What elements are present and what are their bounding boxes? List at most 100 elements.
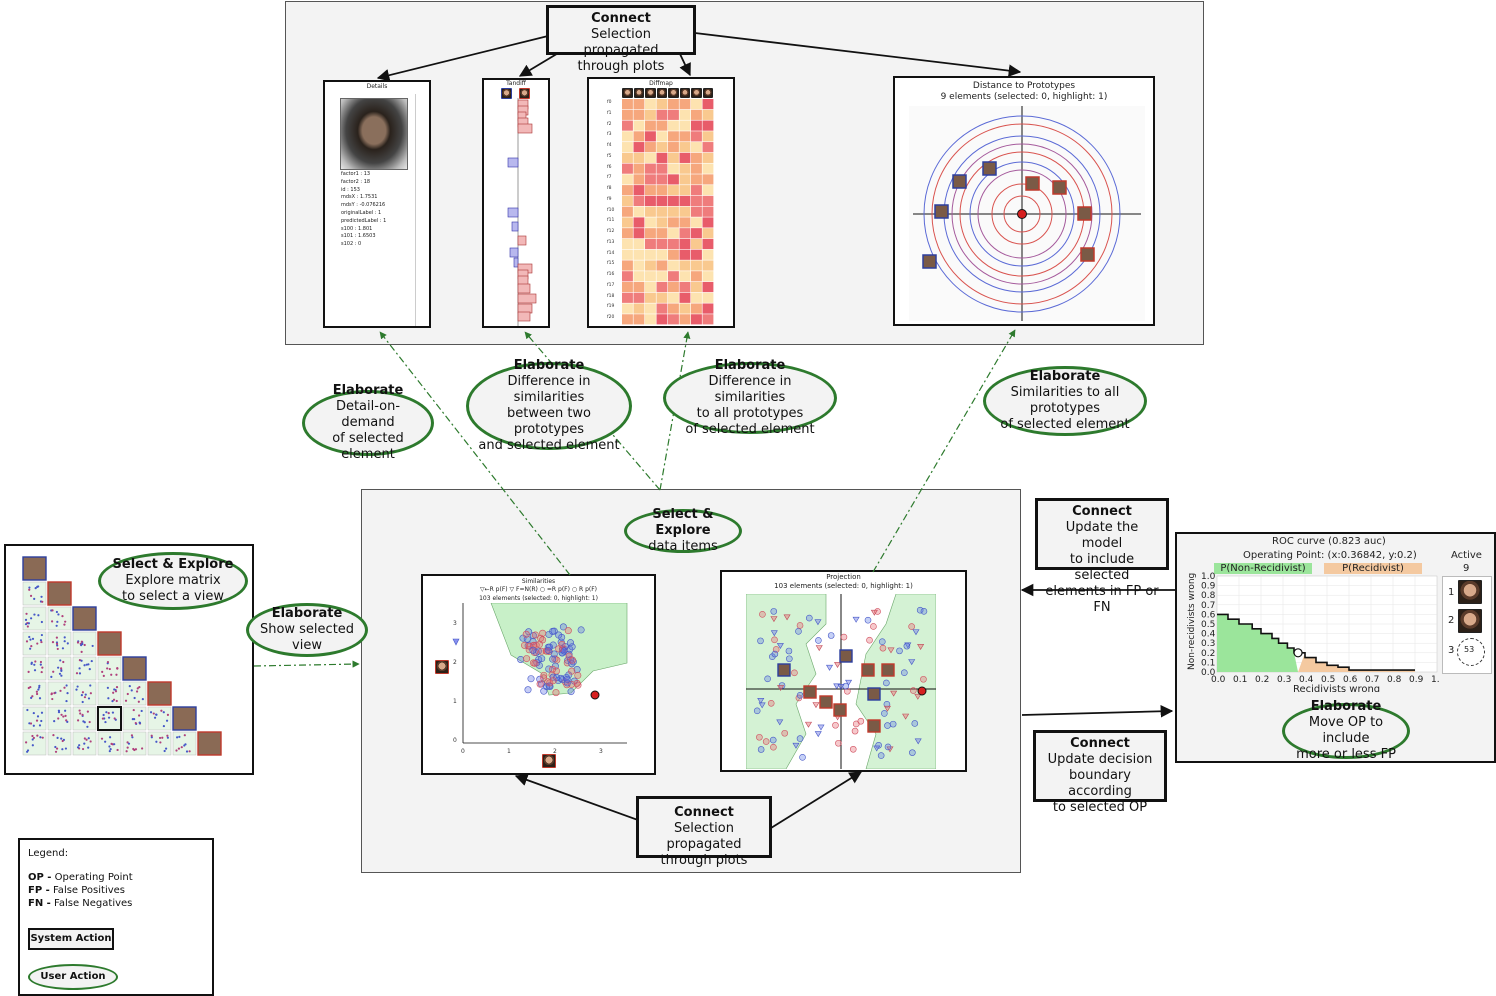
diffmap-cell bbox=[656, 249, 668, 260]
diffmap-cell bbox=[656, 238, 668, 250]
diffmap-prototype-thumbnail[interactable] bbox=[622, 88, 633, 98]
matrix-point bbox=[78, 672, 82, 675]
matrix-point bbox=[155, 713, 158, 716]
matrix-point bbox=[185, 750, 189, 753]
matrix-point bbox=[56, 620, 59, 623]
projection-plot[interactable]: Projection 103 elements (selected: 0, hi… bbox=[720, 570, 967, 772]
distance-to-prototypes-plot[interactable]: Distance to Prototypes 9 elements (selec… bbox=[893, 76, 1155, 326]
diffmap-cell bbox=[633, 152, 645, 163]
diffmap-cell bbox=[691, 303, 702, 314]
diffmap-cell bbox=[691, 292, 702, 303]
diffmap-cell bbox=[656, 303, 668, 314]
tandiff-bar bbox=[513, 257, 519, 268]
matrix-point bbox=[30, 662, 33, 665]
similarities-point bbox=[568, 667, 576, 675]
projection-point bbox=[884, 722, 891, 729]
similarities-x-prototype-thumbnail[interactable] bbox=[542, 754, 556, 768]
projection-triangle-point bbox=[792, 742, 800, 749]
diffmap-cell bbox=[656, 109, 668, 120]
matrix-point bbox=[130, 689, 133, 692]
diffmap-cell bbox=[645, 195, 656, 207]
matrix-point bbox=[81, 747, 85, 751]
matrix-point bbox=[51, 609, 54, 612]
matrix-point bbox=[126, 746, 129, 749]
matrix-point bbox=[50, 620, 54, 623]
roc-chart[interactable]: 0.00.10.20.30.40.50.60.70.80.91.041.00.9… bbox=[1180, 572, 1440, 692]
diffmap-row-label: f17 bbox=[607, 282, 615, 288]
matrix-cell bbox=[122, 731, 147, 756]
diffmap-cell bbox=[622, 131, 633, 142]
projection-point bbox=[884, 743, 892, 751]
similarities-plot[interactable]: Similarities ▽←R p(F) ▽ F=N(R) ○ =R p(F)… bbox=[421, 574, 656, 775]
scatter-matrix[interactable] bbox=[14, 554, 244, 766]
similarities-point bbox=[552, 689, 560, 697]
projection-point bbox=[781, 729, 789, 737]
matrix-point bbox=[87, 663, 90, 666]
projection-prototype-thumbnail bbox=[803, 685, 817, 699]
diffmap-prototype-thumbnail[interactable] bbox=[668, 88, 679, 98]
diffmap-prototype-thumbnail[interactable] bbox=[656, 88, 667, 98]
diffmap-prototype-thumbnail[interactable] bbox=[645, 88, 656, 98]
diffmap-cell bbox=[668, 152, 679, 163]
diffmap-cell bbox=[679, 281, 691, 293]
connect-bottom-box: Connect Selection propagated through plo… bbox=[636, 796, 772, 868]
matrix-point bbox=[111, 711, 115, 714]
diffmap-cell bbox=[668, 249, 679, 260]
matrix-point bbox=[86, 710, 89, 713]
projection-triangle-point bbox=[883, 705, 891, 712]
diffmap-cell bbox=[679, 120, 691, 131]
diffmap-cell bbox=[668, 163, 679, 174]
projection-point bbox=[832, 721, 839, 729]
projection-triangle-point bbox=[826, 664, 834, 671]
similarities-point bbox=[544, 646, 552, 654]
tandiff-plot[interactable]: Tandiff bbox=[482, 78, 550, 328]
active-item-2-thumbnail[interactable] bbox=[1458, 609, 1482, 633]
matrix-point bbox=[115, 673, 118, 676]
tandiff-prototype-a-thumbnail[interactable] bbox=[501, 88, 512, 99]
matrix-point bbox=[110, 742, 113, 745]
projection-triangle-point bbox=[757, 698, 765, 704]
distance-prototype-thumbnail bbox=[1052, 180, 1067, 195]
diffmap-cell bbox=[679, 131, 691, 142]
matrix-point bbox=[40, 640, 43, 644]
projection-point bbox=[881, 710, 888, 717]
matrix-point bbox=[31, 744, 34, 747]
diffmap-cell bbox=[633, 271, 645, 282]
elaborate-op-line2: more or less FP bbox=[1296, 747, 1396, 762]
connect-bottom-title: Connect bbox=[674, 805, 734, 820]
diffmap-prototype-thumbnail[interactable] bbox=[633, 88, 644, 98]
diffmap-prototype-thumbnail[interactable] bbox=[679, 88, 690, 98]
matrix-point bbox=[38, 697, 42, 700]
diffmap-cell bbox=[702, 238, 714, 250]
tandiff-prototype-b-thumbnail[interactable] bbox=[519, 88, 530, 99]
diffmap-row-label: f14 bbox=[607, 250, 615, 256]
diffmap-cell bbox=[622, 260, 633, 271]
active-item-1-thumbnail[interactable] bbox=[1458, 580, 1482, 604]
diffmap-cell bbox=[645, 271, 656, 282]
similarities-y-prototype-thumbnail[interactable] bbox=[435, 660, 449, 674]
details-plot[interactable]: Details factor1 : 13 factor2 : 18 id : 1… bbox=[323, 80, 431, 328]
matrix-point bbox=[91, 644, 94, 648]
diffmap-prototype-thumbnail[interactable] bbox=[702, 88, 713, 98]
matrix-diagonal-thumbnail bbox=[72, 606, 97, 631]
elaborate-two-line1: Difference in similarities bbox=[507, 374, 591, 405]
matrix-point bbox=[28, 588, 31, 591]
elaborate-all-line1: Difference in similarities bbox=[708, 374, 792, 405]
diffmap-cell bbox=[668, 195, 679, 207]
roc-title: ROC curve (0.823 auc) bbox=[1272, 536, 1386, 547]
diffmap-cell bbox=[633, 109, 645, 120]
matrix-point bbox=[176, 736, 179, 739]
diffmap-cell bbox=[668, 206, 679, 217]
matrix-point bbox=[78, 709, 81, 712]
diffmap-cell bbox=[622, 152, 633, 163]
elaborate-all-line3: of selected element bbox=[685, 422, 815, 437]
diffmap-prototype-thumbnail[interactable] bbox=[691, 88, 702, 98]
diffmap-cell bbox=[633, 281, 645, 293]
connect-update-model-box: Connect Update the model to include sele… bbox=[1035, 498, 1169, 615]
active-item-3-thumbnail[interactable] bbox=[1457, 638, 1485, 666]
legend-fp-abbr: FP - bbox=[28, 885, 50, 896]
projection-triangle-point bbox=[758, 702, 766, 709]
